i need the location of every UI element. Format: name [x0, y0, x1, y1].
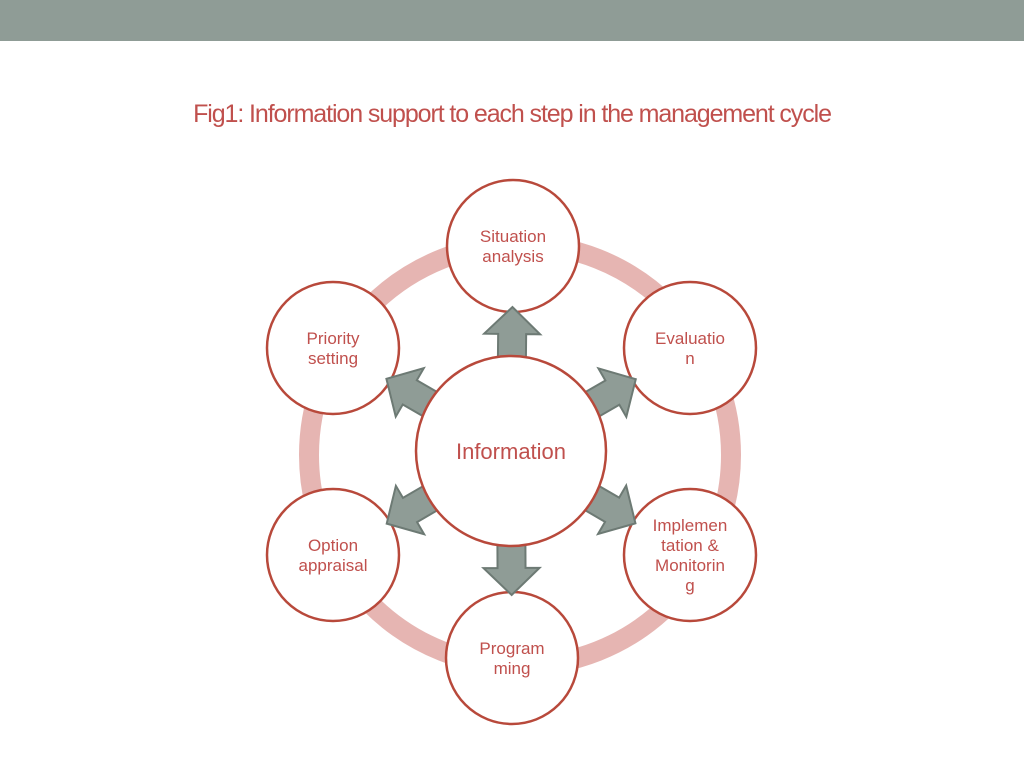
- node-label-line: Implemen: [653, 516, 728, 535]
- node-label-line: g: [685, 576, 694, 595]
- top-bar: [0, 0, 1024, 41]
- arrow-to-implementation-monitoring: [582, 482, 637, 536]
- node-label-line: Evaluatio: [655, 329, 725, 348]
- arrow-to-programming: [481, 541, 543, 597]
- center-node: Information: [414, 354, 608, 548]
- arrows-layer: [385, 305, 637, 597]
- node-label-line: setting: [308, 349, 358, 368]
- node-label-line: analysis: [482, 247, 543, 266]
- node-label-line: Option: [308, 536, 358, 555]
- arrow-to-priority-setting: [385, 366, 440, 420]
- node-label-line: Monitorin: [655, 556, 725, 575]
- center-label: Information: [456, 439, 566, 464]
- node-label-line: tation &: [661, 536, 719, 555]
- node-label-line: appraisal: [299, 556, 368, 575]
- node-label-line: Program: [479, 639, 544, 658]
- arrow-to-evaluation: [582, 366, 637, 420]
- nodes-layer: SituationanalysisEvaluationImplementatio…: [265, 178, 758, 726]
- node-label-line: ming: [494, 659, 531, 678]
- node-circle: [444, 590, 580, 726]
- arrow-to-situation-analysis: [481, 305, 543, 361]
- node-label-line: n: [685, 349, 694, 368]
- node-circle: [265, 280, 401, 416]
- arrow-to-option-appraisal: [385, 483, 441, 536]
- slide-title: Fig1: Information support to each step i…: [193, 100, 832, 128]
- node-circle: [622, 280, 758, 416]
- node-label-line: Priority: [307, 329, 360, 348]
- node-circle: [445, 178, 581, 314]
- node-circle: [265, 487, 401, 623]
- center-circle: [414, 354, 608, 548]
- node-label-line: Situation: [480, 227, 546, 246]
- node-circle: [622, 487, 758, 623]
